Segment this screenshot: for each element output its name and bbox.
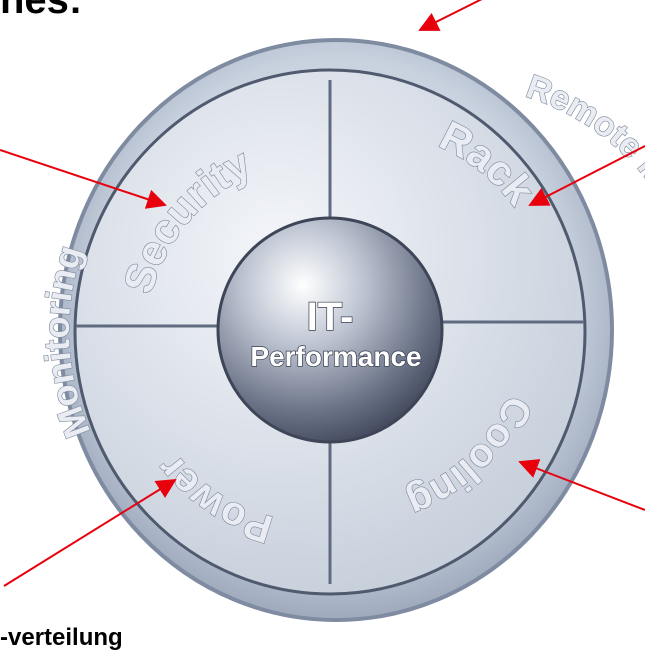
center-title-line1: IT- [307,295,354,339]
arrow-rack [528,145,645,206]
arrow-outer-ring [418,0,483,31]
cropped-caption-fragment: -verteilung [0,624,123,651]
center-title-line2: Performance [250,341,421,372]
arrow-security [0,149,167,209]
arrow-power [3,478,177,587]
arrow-cooling [518,459,645,511]
center-sphere [216,216,444,444]
cropped-heading-fragment: nes: [0,0,83,22]
